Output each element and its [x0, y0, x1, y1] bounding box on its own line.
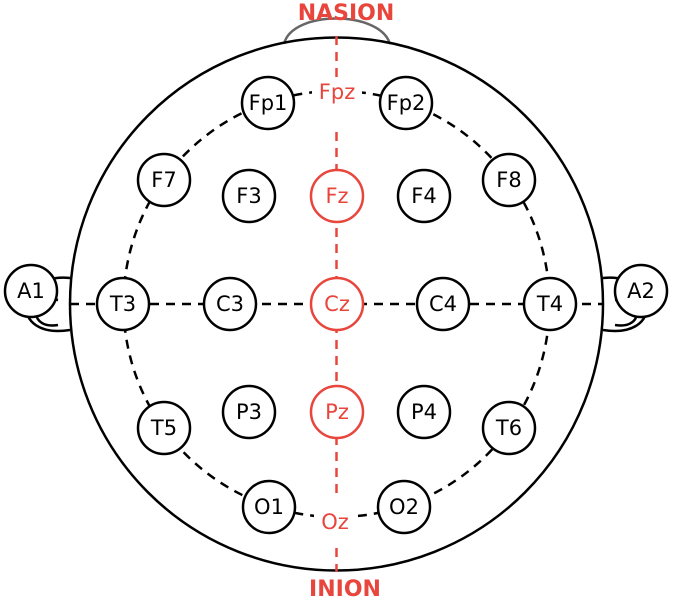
svg-text:Fpz: Fpz — [319, 80, 355, 104]
electrode-pz[interactable]: Pz — [309, 384, 365, 440]
svg-text:T5: T5 — [150, 416, 177, 440]
electrode-t4[interactable]: T4 — [522, 276, 578, 332]
electrode-group: Fp1 Fpz Fp2 F7 F3 Fz F4 F8 A1 T3 C3 Cz C… — [3, 75, 669, 535]
svg-text:P3: P3 — [236, 400, 262, 424]
svg-text:O2: O2 — [389, 495, 419, 519]
electrode-c3[interactable]: C3 — [202, 276, 258, 332]
svg-text:T3: T3 — [109, 292, 136, 316]
electrode-o2[interactable]: O2 — [376, 479, 432, 535]
nose-outline — [282, 17, 392, 45]
electrode-fz[interactable]: Fz — [309, 168, 365, 224]
electrode-p3[interactable]: P3 — [221, 384, 277, 440]
electrode-t3[interactable]: T3 — [95, 276, 151, 332]
svg-text:A2: A2 — [627, 279, 655, 303]
electrode-t6[interactable]: T6 — [481, 400, 537, 456]
svg-text:P4: P4 — [411, 400, 437, 424]
svg-text:T6: T6 — [495, 416, 522, 440]
electrode-f3[interactable]: F3 — [221, 168, 277, 224]
electrode-p4[interactable]: P4 — [396, 384, 452, 440]
electrode-o1[interactable]: O1 — [241, 479, 297, 535]
electrode-cz[interactable]: Cz — [309, 276, 365, 332]
svg-text:Fz: Fz — [325, 184, 348, 208]
electrode-a1[interactable]: A1 — [3, 263, 59, 319]
electrode-f4[interactable]: F4 — [396, 168, 452, 224]
svg-text:F3: F3 — [236, 184, 261, 208]
svg-text:C4: C4 — [429, 292, 457, 316]
svg-text:F7: F7 — [151, 168, 176, 192]
svg-text:F8: F8 — [496, 168, 521, 192]
svg-text:Oz: Oz — [321, 510, 349, 534]
oz-label-mask — [314, 500, 358, 544]
svg-text:A1: A1 — [17, 279, 45, 303]
electrode-c4[interactable]: C4 — [415, 276, 471, 332]
svg-text:T4: T4 — [536, 292, 563, 316]
nasion-label: NASION — [298, 1, 395, 26]
svg-text:Cz: Cz — [324, 292, 350, 316]
electrode-oz[interactable]: Oz — [321, 510, 349, 534]
svg-text:F4: F4 — [411, 184, 436, 208]
svg-text:C3: C3 — [216, 292, 244, 316]
svg-text:Pz: Pz — [325, 400, 349, 424]
svg-text:Fp2: Fp2 — [387, 91, 426, 115]
svg-text:Fp1: Fp1 — [249, 91, 288, 115]
electrode-fp1[interactable]: Fp1 — [240, 75, 296, 131]
svg-text:O1: O1 — [254, 495, 284, 519]
electrode-fpz[interactable]: Fpz — [319, 80, 355, 104]
electrode-f8[interactable]: F8 — [481, 152, 537, 208]
electrode-f7[interactable]: F7 — [136, 152, 192, 208]
inion-label: INION — [309, 577, 381, 602]
fpz-label-mask — [312, 78, 362, 128]
electrode-t5[interactable]: T5 — [136, 400, 192, 456]
electrode-a2[interactable]: A2 — [613, 263, 669, 319]
electrode-fp2[interactable]: Fp2 — [378, 75, 434, 131]
